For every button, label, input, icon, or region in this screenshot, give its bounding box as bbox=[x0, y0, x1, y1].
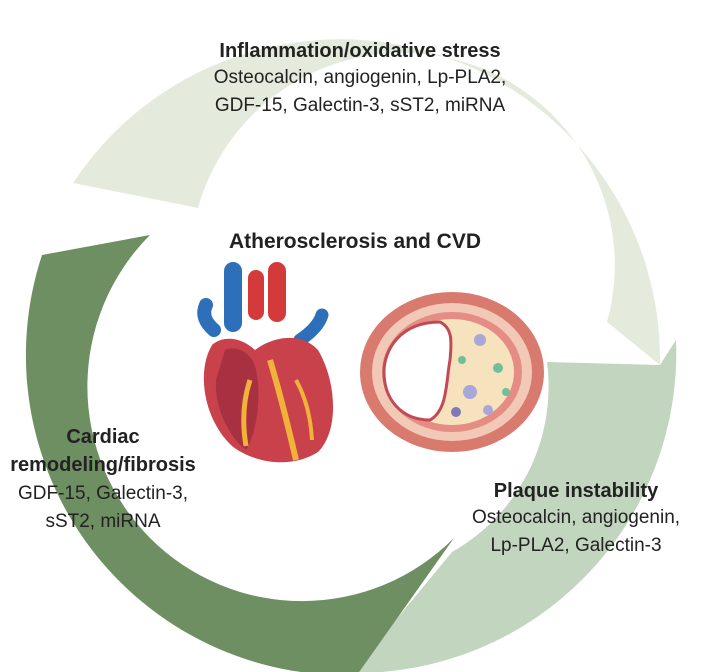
heart-icon bbox=[197, 262, 334, 463]
artery-cross-section-icon bbox=[360, 292, 544, 452]
inflammation-line-1: Osteocalcin, angiogenin, Lp-PLA2, bbox=[213, 67, 507, 88]
remodeling-title-1: Cardiac bbox=[66, 426, 140, 448]
remodeling-line-1: GDF-15, Galectin-3, bbox=[18, 483, 188, 504]
inflammation-line-2: GDF-15, Galectin-3, sST2, miRNA bbox=[214, 95, 506, 116]
inflammation-title: Inflammation/oxidative stress bbox=[219, 40, 501, 62]
plaque-title: Plaque instability bbox=[493, 480, 659, 502]
segment-remodeling bbox=[25, 235, 454, 672]
segment-inflammation bbox=[73, 39, 661, 366]
plaque-line-2: Lp-PLA2, Galectin-3 bbox=[490, 535, 662, 556]
center-title: Atherosclerosis and CVD bbox=[228, 230, 482, 253]
remodeling-line-2: sST2, miRNA bbox=[45, 511, 161, 532]
plaque-line-1: Osteocalcin, angiogenin, bbox=[471, 507, 681, 528]
segment-plaque bbox=[352, 340, 677, 672]
remodeling-title-2: remodeling/fibrosis bbox=[10, 454, 196, 476]
